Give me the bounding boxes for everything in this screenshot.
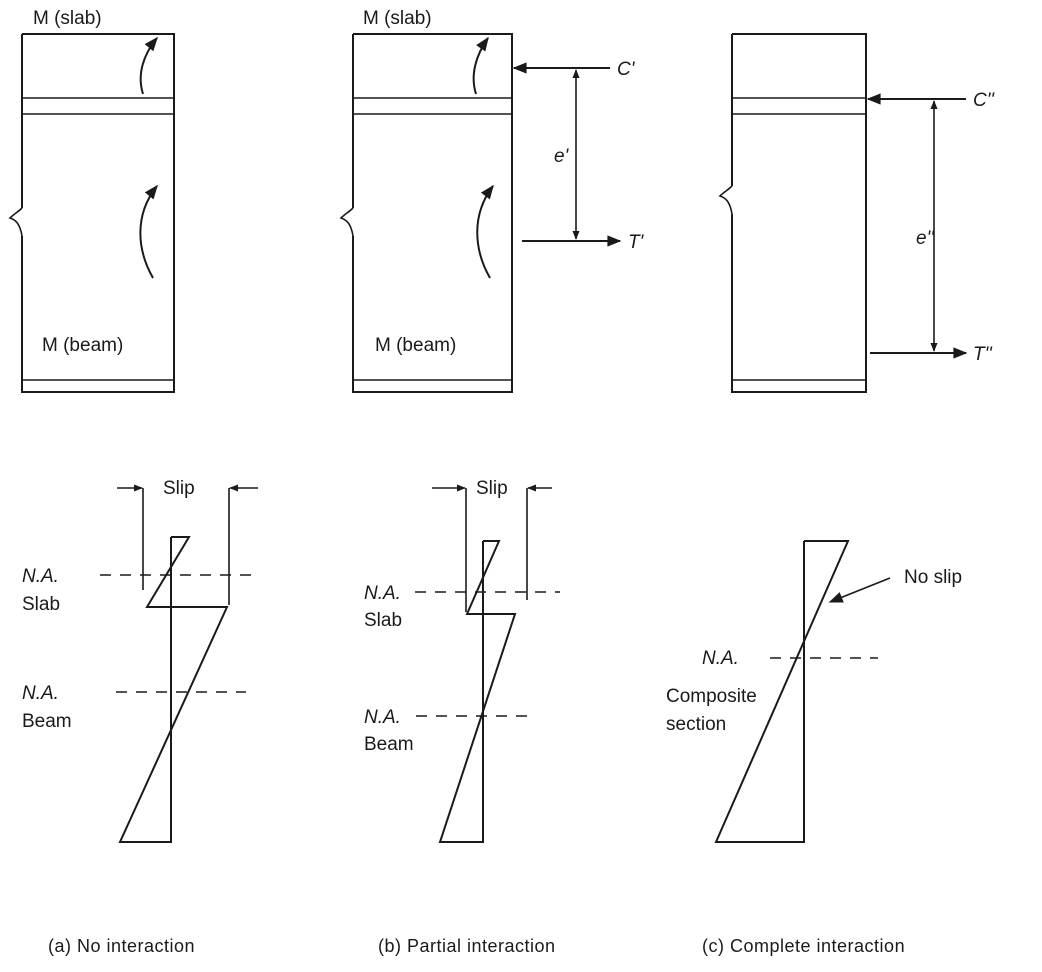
strain-b-slip-extension-lines [465,488,528,612]
section-b-slab-moment-label: M (slab) [363,8,432,29]
section-a-beam-moment-arrow [139,184,158,279]
strain-b-na-slab-label: N.A. [364,583,401,604]
strain-c-section-line [714,540,850,843]
section-b-beam-moment-arrow [476,184,494,279]
strain-diagram-c: No slip N.A. Composite section [666,540,962,843]
section-b-layer-lines [353,97,512,381]
strain-a-section-line [118,537,229,843]
strain-a-na-slab-label: N.A. [22,566,59,587]
strain-a-slab-strain [145,536,191,608]
strain-diagram-a: Slip N.A. Slab N.A. Beam [22,478,258,843]
section-a-beam-moment-label: M (beam) [42,335,123,356]
strain-c-no-slip-leader [828,577,891,603]
section-c-cross-section: C'' T'' e'' [718,33,995,393]
strain-a-na-beam-label: N.A. [22,683,59,704]
section-b-slab-moment-arrow [472,36,489,95]
section-b-lever-arm-label: e' [554,146,570,167]
strain-c-no-slip-label: No slip [904,567,962,588]
section-b-beam-moment-label: M (beam) [375,335,456,356]
strain-b-slab-label: Slab [364,610,402,631]
section-a-cross-section: M (slab) M (beam) [8,8,175,393]
section-c-layer-lines [732,97,866,381]
section-b-tension-label: T' [628,232,645,253]
strain-c-na-label: N.A. [702,648,739,669]
strain-b-na-beam-label: N.A. [364,707,401,728]
caption-a: (a) No interaction [48,936,195,956]
strain-a-beam-label: Beam [22,711,72,732]
section-c-lever-arm-label: e'' [916,228,935,249]
strain-c-composite-label: Composite [666,686,757,707]
strain-b-beam-label: Beam [364,734,414,755]
section-c-outline [731,33,867,393]
section-b-break-mark [339,207,354,237]
caption-c: (c) Complete interaction [702,936,905,956]
strain-b-slab-strain [465,540,501,615]
section-a-layer-lines [22,97,174,381]
section-a-break-mark [8,207,23,237]
caption-b: (b) Partial interaction [378,936,556,956]
section-b-cross-section: M (slab) M (beam) C' T' e' [339,8,645,393]
section-a-slab-moment-label: M (slab) [33,8,102,29]
section-a-slab-moment-arrow [139,36,158,95]
section-c-tension-label: T'' [973,344,993,365]
strain-b-slip-label: Slip [476,478,508,499]
section-b-outline [352,33,513,393]
strain-a-slab-label: Slab [22,594,60,615]
strain-a-slip-extension-lines [142,488,230,605]
strain-b-section-line [438,541,517,843]
section-c-compression-label: C'' [973,90,995,111]
section-c-break-mark [718,185,733,215]
section-b-compression-label: C' [617,59,636,80]
strain-c-section-label: section [666,714,726,735]
strain-a-slip-label: Slip [163,478,195,499]
section-a-outline [21,33,175,393]
strain-diagram-b: Slip N.A. Slab N.A. Beam [364,478,560,843]
